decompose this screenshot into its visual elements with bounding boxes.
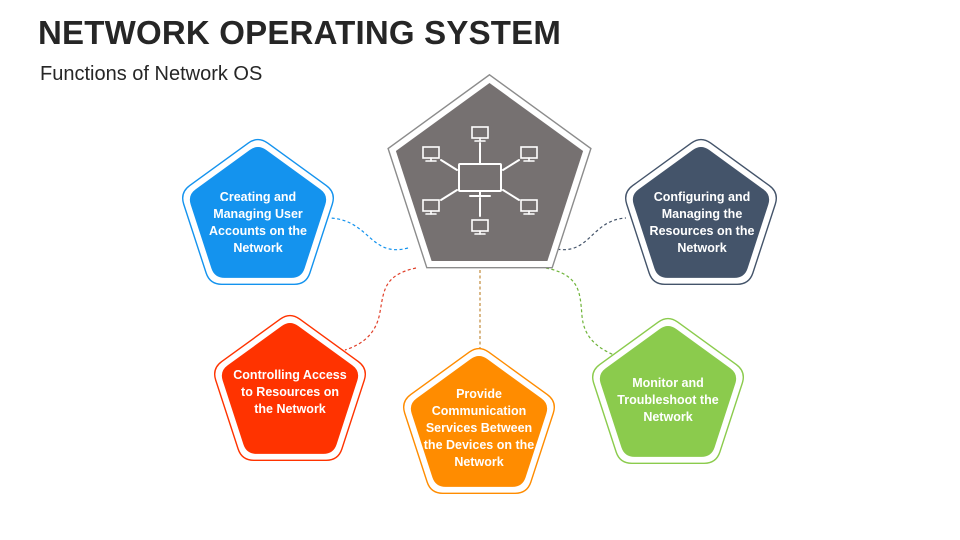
label-user-accounts: Creating and Managing User Accounts on t… — [209, 190, 307, 255]
label-controlling-access: Controlling Access to Resources on the N… — [233, 367, 347, 416]
network-computers-icon — [422, 126, 538, 235]
pentagon-communication-services — [410, 355, 548, 487]
page-title: NETWORK OPERATING SYSTEM — [38, 14, 562, 51]
center-node — [387, 73, 592, 269]
page-subtitle: Functions of Network OS — [40, 63, 263, 85]
function-nodes — [181, 138, 778, 494]
label-configuring-resources: Configuring and Managing the Resources o… — [649, 190, 755, 255]
pentagon-user-accounts — [189, 146, 327, 278]
pentagon-controlling-access — [221, 322, 359, 454]
pentagon-configuring-resources — [632, 146, 770, 278]
pentagon-monitor-troubleshoot — [599, 325, 737, 457]
connector-monitor-troubleshoot — [545, 267, 615, 356]
connector-configuring-resources — [551, 217, 627, 251]
connectors — [329, 217, 627, 356]
label-communication-services: Provide Communication Services Between t… — [423, 386, 535, 469]
connector-controlling-access — [344, 267, 417, 351]
label-monitor-troubleshoot: Monitor and Troubleshoot the Network — [617, 375, 719, 424]
connector-user-accounts — [329, 217, 409, 251]
center-pentagon — [395, 83, 584, 261]
